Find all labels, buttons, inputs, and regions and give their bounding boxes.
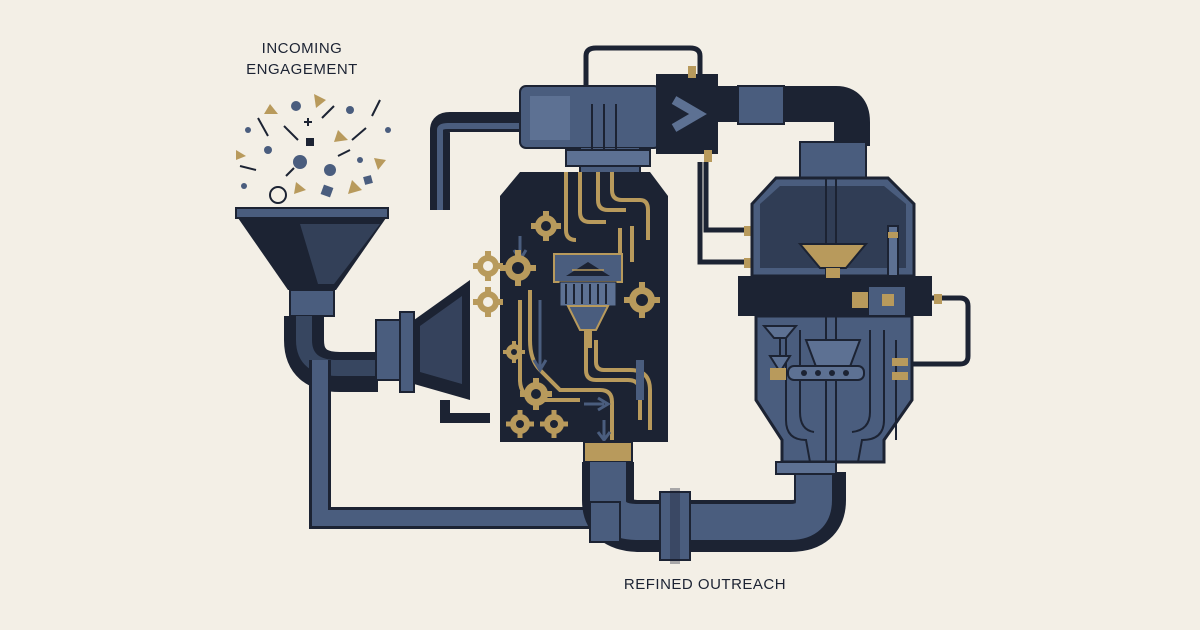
top-junction xyxy=(519,85,661,181)
filter-sieve xyxy=(553,253,623,348)
bottom-valve xyxy=(589,488,691,564)
input-label-line1: INCOMING xyxy=(261,40,343,57)
input-label: INCOMING ENGAGEMENT xyxy=(222,38,382,80)
processing-tank xyxy=(738,141,932,475)
inlet-cone xyxy=(375,280,470,400)
chevron-icon xyxy=(656,66,718,162)
refining-chamber xyxy=(500,172,668,443)
output-label: REFINED OUTREACH xyxy=(623,576,787,593)
gear-icon xyxy=(473,211,660,438)
input-particles xyxy=(236,94,391,204)
input-label-line2: ENGAGEMENT xyxy=(246,61,358,78)
funnel-icon xyxy=(235,207,389,317)
